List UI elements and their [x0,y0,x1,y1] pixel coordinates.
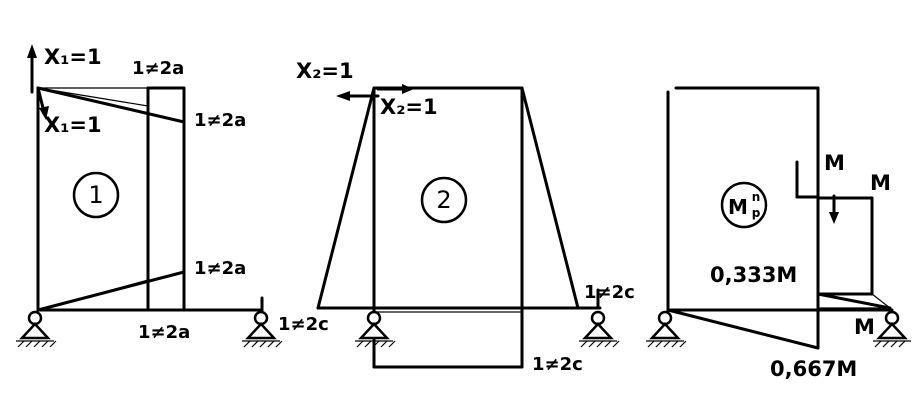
diagram-2-frame [316,86,602,369]
moment-arrow-x2 [376,84,414,94]
diagram-2: X₂=1 X₂=1 1≠2c 1≠2c 1≠2c 2 [278,59,635,375]
diagram-1-frame [36,86,264,312]
value-label-right-bottom: 1≠2a [194,258,246,279]
value-label-mid: 0,333M [710,263,797,287]
x2-moment-label: X₂=1 [380,95,438,119]
symbol-main: M [728,195,748,219]
diagram-number-2-text: 2 [436,186,451,214]
diagram-3-frame [666,86,894,350]
moment-arrow-x1 [36,86,49,120]
diagram-3: M M M 0,333M 0,667M M n p [646,86,911,381]
diagram-number-2: 2 [420,176,468,224]
diagram-number-1-text: 1 [88,181,103,209]
value-label-right-top: 1≠2a [194,110,246,131]
value-label-left: 1≠2c [278,314,329,335]
support-pin-left-2 [355,310,396,348]
support-pin-left-1 [16,310,57,348]
value-label-right: 1≠2c [584,282,635,303]
symbol-sup: n [752,190,761,204]
x1-force-label: X₁=1 [44,45,102,69]
diagram-1: X₁=1 X₁=1 1≠2a 1≠2a 1≠2a 1≠2a 1 [16,44,283,348]
support-pin-left-3 [646,310,687,348]
moment-label-m2: M [870,171,891,195]
diagram-number-1: 1 [72,171,120,219]
value-label-top: 1≠2a [132,58,184,79]
support-pin-right-3 [873,310,911,348]
moment-arrow-m [795,160,839,224]
force-arrow-x2 [336,91,380,101]
x2-force-label: X₂=1 [296,59,354,83]
moment-label-m3: M [854,315,875,339]
force-arrow-x1 [27,44,37,94]
support-pin-right-2 [579,310,620,348]
x1-moment-label: X₁=1 [44,113,102,137]
value-label-bottom: 1≠2c [532,354,583,375]
symbol-sub: p [752,206,761,220]
diagram-symbol-mp: M n p [720,181,768,229]
value-label-bottom: 0,667M [770,357,857,381]
diagram-2-hatching [317,87,579,368]
value-label-bottom: 1≠2a [138,322,190,343]
moment-label-m1: M [824,151,845,175]
support-pin-right-1 [242,310,283,348]
